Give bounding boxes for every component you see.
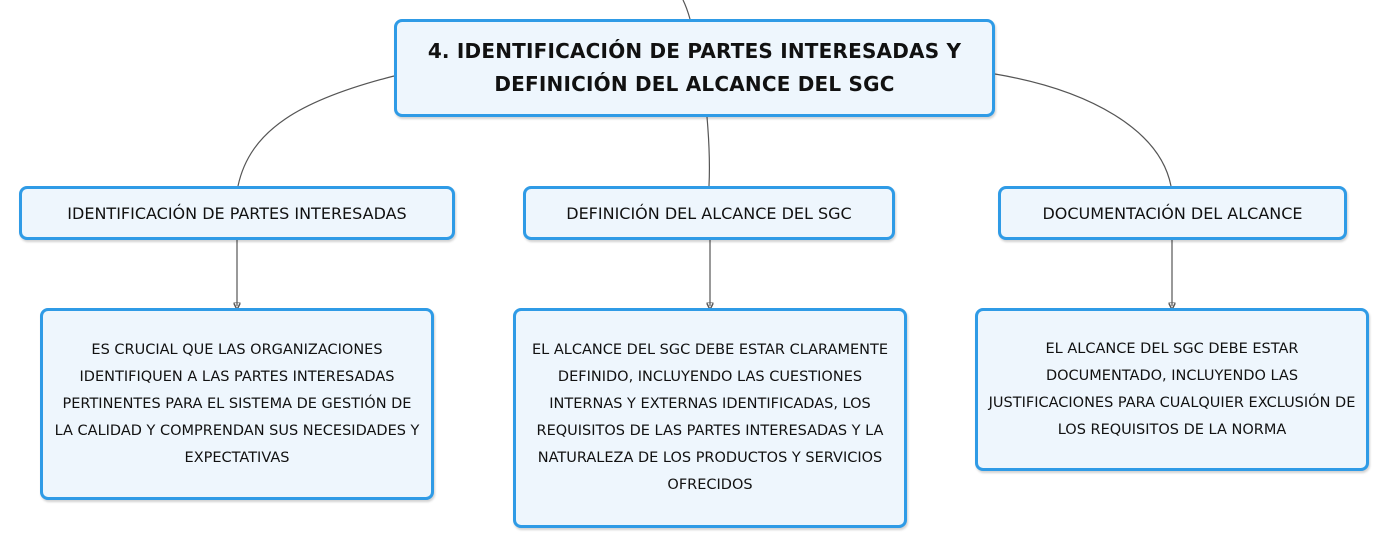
detail-topic-identificacion[interactable]: ES CRUCIAL QUE LAS ORGANIZACIONES IDENTI… xyxy=(40,308,434,500)
branch-topic-documentacion[interactable]: DOCUMENTACIÓN DEL ALCANCE xyxy=(998,186,1347,240)
detail-topic-definicion[interactable]: EL ALCANCE DEL SGC DEBE ESTAR CLARAMENTE… xyxy=(513,308,907,528)
branch-topic-definicion[interactable]: DEFINICIÓN DEL ALCANCE DEL SGC xyxy=(523,186,895,240)
root-topic[interactable]: 4. IDENTIFICACIÓN DE PARTES INTERESADAS … xyxy=(394,19,995,117)
detail-topic-text: ES CRUCIAL QUE LAS ORGANIZACIONES IDENTI… xyxy=(54,341,420,466)
branch-topic-label: IDENTIFICACIÓN DE PARTES INTERESADAS xyxy=(67,203,407,223)
branch-topic-identificacion[interactable]: IDENTIFICACIÓN DE PARTES INTERESADAS xyxy=(19,186,455,240)
connector-root-to-branch-3 xyxy=(994,73,1172,187)
branch-topic-label: DOCUMENTACIÓN DEL ALCANCE xyxy=(1042,203,1303,223)
branch-topic-label: DEFINICIÓN DEL ALCANCE DEL SGC xyxy=(566,203,852,223)
connector-root-to-branch-1 xyxy=(237,75,395,187)
detail-topic-text: EL ALCANCE DEL SGC DEBE ESTAR DOCUMENTAD… xyxy=(988,340,1356,438)
connector-root-to-branch-2 xyxy=(706,116,710,187)
detail-topic-text: EL ALCANCE DEL SGC DEBE ESTAR CLARAMENTE… xyxy=(532,342,888,493)
detail-topic-documentacion[interactable]: EL ALCANCE DEL SGC DEBE ESTAR DOCUMENTAD… xyxy=(975,308,1369,471)
connector-incoming xyxy=(682,0,691,20)
root-topic-title: 4. IDENTIFICACIÓN DE PARTES INTERESADAS … xyxy=(427,39,962,96)
